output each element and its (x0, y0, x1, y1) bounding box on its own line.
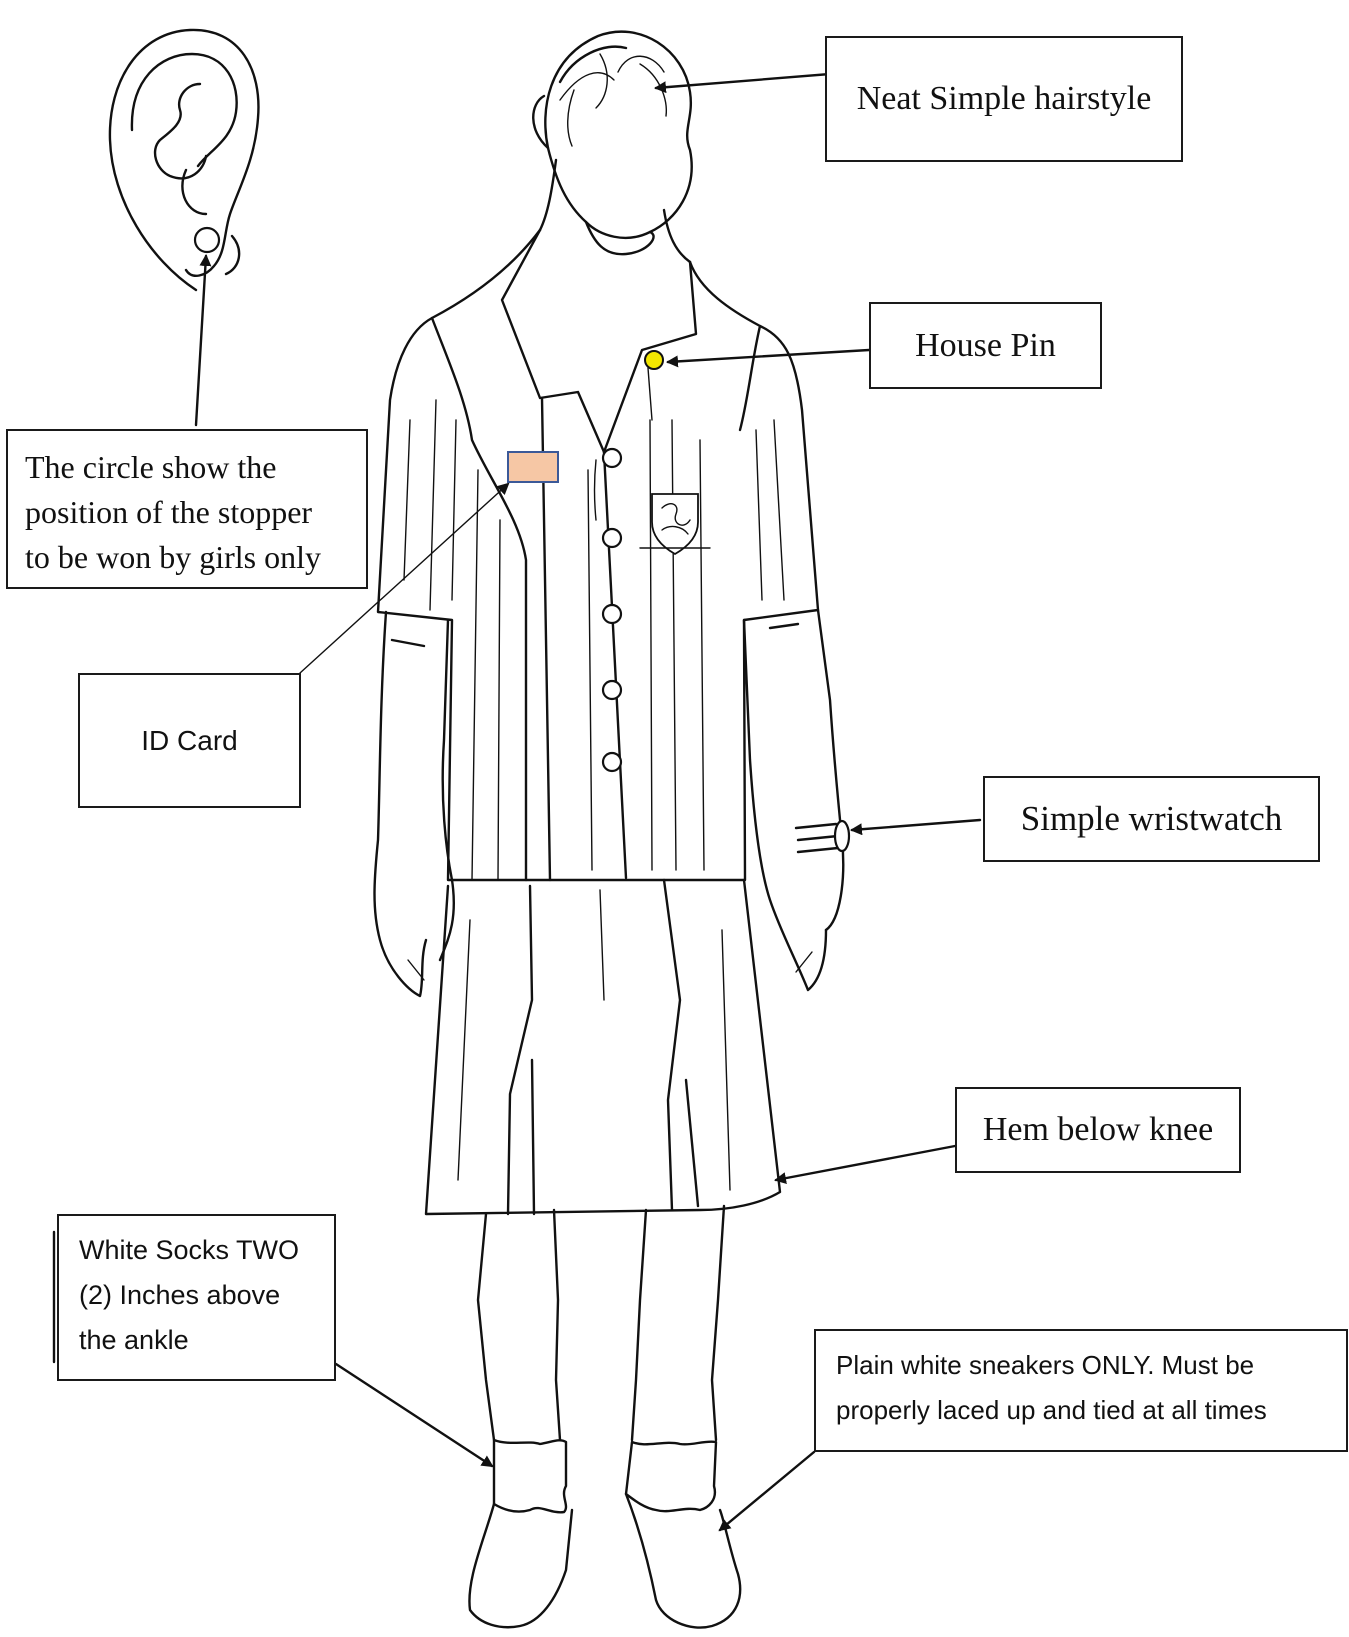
house-pin-label-box: House Pin (869, 302, 1102, 389)
shirt-button (603, 449, 621, 467)
hem-label-box: Hem below knee (955, 1087, 1241, 1173)
shirt-button (603, 753, 621, 771)
socks-label-line: (2) Inches above (79, 1273, 334, 1318)
wristwatch-label: Simple wristwatch (1021, 799, 1283, 839)
hairstyle-label-box: Neat Simple hairstyle (825, 36, 1183, 162)
sneakers-arrow (720, 1452, 814, 1530)
id-card-label-box: ID Card (78, 673, 301, 808)
wristwatch-label-box: Simple wristwatch (983, 776, 1320, 862)
feet-outline (469, 1440, 740, 1628)
stopper-earring-circle (195, 228, 219, 252)
house-pin-label: House Pin (915, 327, 1056, 365)
socks-label-line: the ankle (79, 1318, 334, 1363)
house-pin-arrow (668, 350, 869, 362)
socks-label-box: White Socks TWO (2) Inches above the ank… (57, 1214, 336, 1381)
socks-arrow (336, 1364, 492, 1466)
shirt-button (603, 681, 621, 699)
stopper-label-line: The circle show the (25, 445, 366, 490)
id-card-label: ID Card (141, 725, 237, 757)
stopper-arrow (196, 256, 206, 425)
hem-arrow (776, 1146, 955, 1180)
stopper-label-line: position of the stopper (25, 490, 366, 535)
legs-outline (478, 1206, 724, 1440)
sneakers-label-box: Plain white sneakers ONLY. Must be prope… (814, 1329, 1348, 1452)
hem-label: Hem below knee (983, 1111, 1213, 1149)
wristwatch-arrow (852, 820, 980, 830)
id-card-rectangle (508, 452, 558, 482)
wristwatch-drawing (796, 821, 849, 852)
socks-label-line: White Socks TWO (79, 1228, 334, 1273)
shirt-button (603, 605, 621, 623)
sneakers-label-line: Plain white sneakers ONLY. Must be (836, 1343, 1346, 1388)
skirt-outline (426, 880, 780, 1214)
hairstyle-label: Neat Simple hairstyle (857, 80, 1152, 118)
ear-illustration (110, 30, 259, 290)
sneakers-label-line: properly laced up and tied at all times (836, 1388, 1346, 1433)
stopper-label-box: The circle show the position of the stop… (6, 429, 368, 589)
head-outline (533, 32, 691, 262)
stopper-label-line: to be won by girls only (25, 535, 366, 580)
shirt-button (603, 529, 621, 547)
house-pin-dot (645, 351, 663, 369)
